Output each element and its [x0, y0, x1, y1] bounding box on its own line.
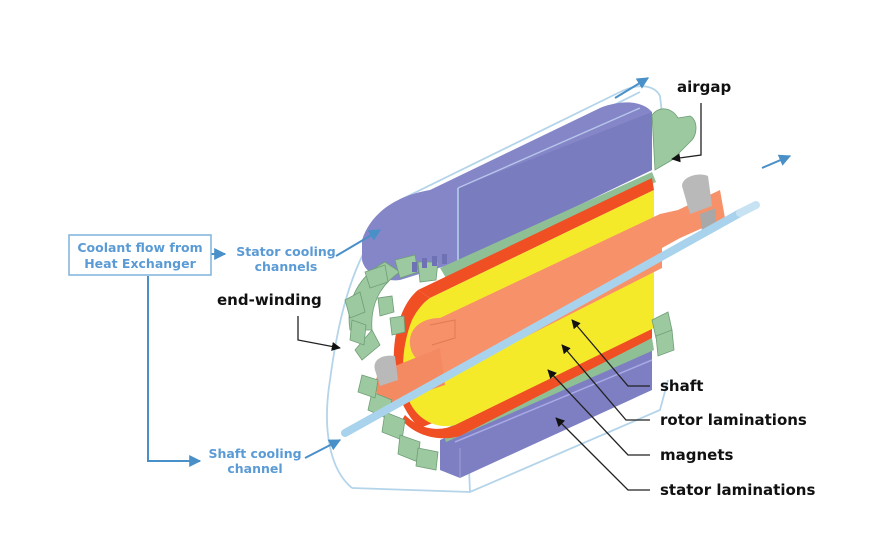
coolant-source-label-line1: Coolant flow from — [77, 240, 202, 255]
end-winding-left — [344, 254, 439, 471]
stator-laminations-leader — [555, 417, 650, 491]
airgap-leader — [671, 103, 702, 163]
stator-laminations-label: stator laminations — [660, 481, 815, 499]
stator-laminations-top — [362, 102, 652, 281]
leader-lines — [297, 103, 702, 491]
magnets-leader — [547, 369, 650, 456]
end-winding-right — [651, 108, 697, 357]
stator-slots — [412, 254, 447, 272]
shaft-cooling-label-line2: channel — [227, 461, 282, 476]
flow-arrows — [147, 77, 792, 467]
shaft-outlet-arrow — [761, 154, 792, 169]
end-winding-label: end-winding — [217, 291, 322, 309]
shaft-label: shaft — [660, 377, 703, 395]
stator-inlet-arrow — [335, 229, 382, 257]
source-to-shaft-arrow — [147, 276, 202, 467]
stator-cooling-label-line2: channels — [255, 259, 318, 274]
coolant-source-box: Coolant flow from Heat Exchanger — [68, 234, 212, 276]
stator-laminations-bottom — [440, 348, 653, 478]
shaft-inlet-arrow — [304, 439, 342, 459]
shaft-cooling-label-line1: Shaft cooling — [208, 446, 301, 461]
stator-outlet-arrow — [614, 77, 650, 99]
rotor-laminations-label: rotor laminations — [660, 411, 807, 429]
airgap-label: airgap — [677, 78, 732, 96]
rotor-laminations-leader — [561, 344, 650, 421]
magnets-label: magnets — [660, 446, 734, 464]
coolant-source-label-line2: Heat Exchanger — [84, 256, 196, 271]
end-winding-leader — [297, 316, 341, 351]
shaft-leader — [571, 319, 650, 387]
stator-cooling-label-line1: Stator cooling — [236, 244, 336, 259]
shaft-cooling-channel — [341, 201, 760, 437]
bearing-left — [374, 355, 398, 386]
